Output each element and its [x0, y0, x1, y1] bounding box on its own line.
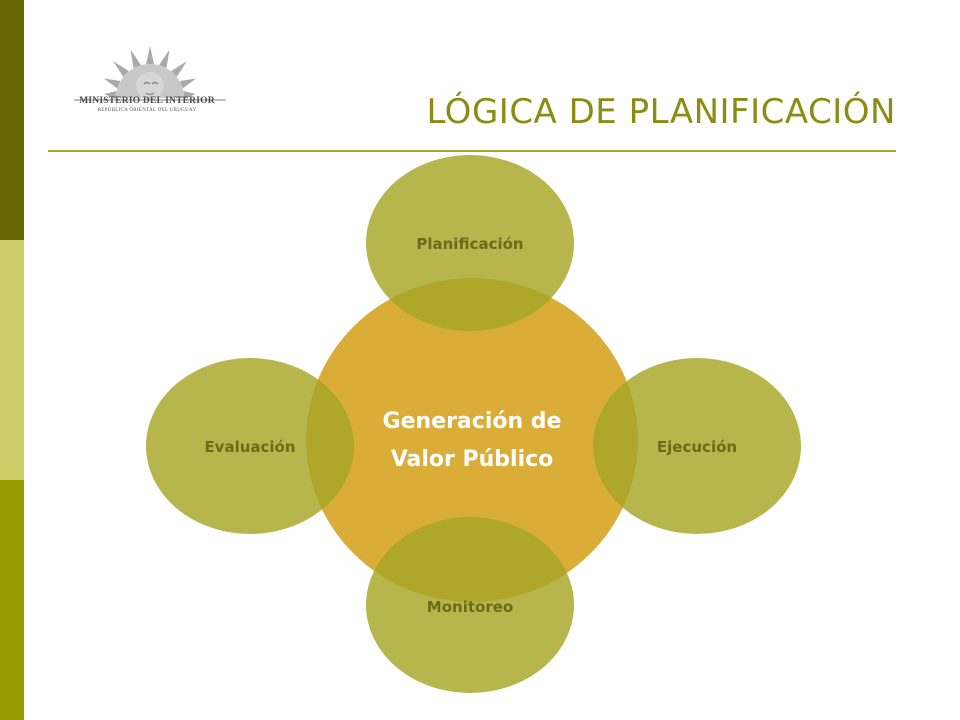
label-evaluacion: Evaluación — [204, 438, 295, 456]
node-planificacion — [366, 155, 574, 331]
sidebar-stripe-light — [0, 240, 24, 480]
title-divider — [48, 150, 896, 152]
label-ejecucion: Ejecución — [657, 438, 737, 456]
label-monitoreo: Monitoreo — [427, 598, 513, 616]
sidebar-stripe-mid — [0, 480, 24, 720]
center-label-line2: Valor Público — [391, 447, 554, 472]
node-ejecucion — [593, 358, 801, 534]
slide-title: LÓGICA DE PLANIFICACIÓN — [426, 92, 896, 132]
logo-subtitle: REPÚBLICA ORIENTAL DEL URUGUAY — [97, 108, 197, 113]
logo-ministry-name: MINISTERIO DEL INTERIOR — [79, 96, 215, 106]
center-label-line1: Generación de — [383, 409, 562, 434]
node-evaluacion — [146, 358, 354, 534]
center-circle — [306, 278, 638, 602]
sun-logo-icon — [74, 46, 226, 101]
label-planificacion: Planificación — [416, 235, 523, 253]
node-monitoreo — [366, 517, 574, 693]
sidebar-stripe-dark — [0, 0, 24, 240]
